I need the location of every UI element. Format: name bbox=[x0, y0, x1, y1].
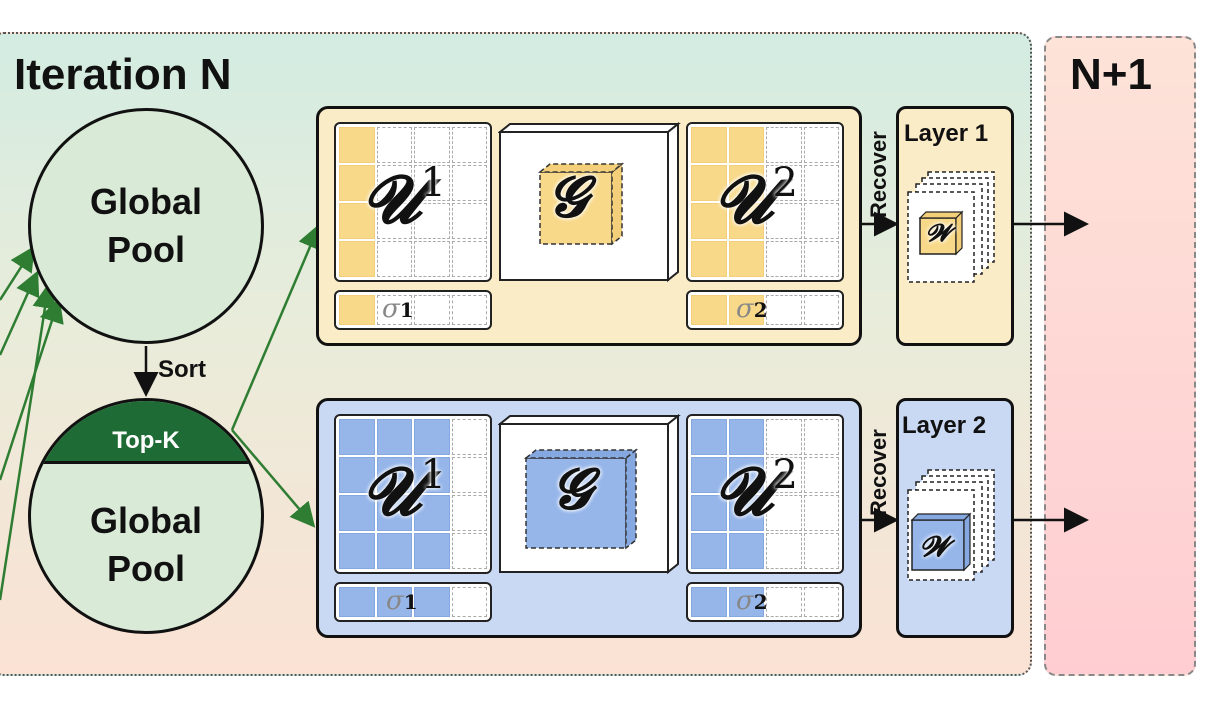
sort-label: Sort bbox=[158, 356, 206, 383]
topk-label: Top-K bbox=[112, 427, 180, 454]
sigma2-label-2: σ2 bbox=[736, 586, 768, 616]
sigma1-vector-1 bbox=[334, 290, 492, 330]
incoming-arrow bbox=[0, 270, 40, 356]
topk-arrow-group1 bbox=[230, 223, 322, 431]
layer-title-2: Layer 2 bbox=[902, 412, 987, 439]
next-iteration-title: N+1 bbox=[1070, 50, 1152, 99]
sigma1-vector-2 bbox=[334, 582, 492, 622]
u1-matrix-2 bbox=[334, 414, 492, 574]
sigma2-label-1: σ2 bbox=[736, 294, 768, 324]
topk-pool-circle: Top-K Global Pool bbox=[28, 398, 264, 634]
iteration-title: Iteration N bbox=[14, 50, 232, 99]
u2-matrix-1 bbox=[686, 122, 844, 282]
sigma1-label-1: σ1 bbox=[382, 294, 414, 324]
sigma1-label-2: σ1 bbox=[386, 586, 418, 616]
sigma2-vector-1 bbox=[686, 290, 844, 330]
incoming-arrow bbox=[0, 245, 35, 301]
u1-matrix-1 bbox=[334, 122, 492, 282]
core-tensor-1 bbox=[498, 122, 681, 283]
incoming-arrow bbox=[0, 283, 58, 601]
weight-stack-2 bbox=[907, 469, 995, 581]
global-pool-circle: Global Pool bbox=[28, 108, 264, 344]
incoming-arrow bbox=[0, 297, 64, 481]
iteration-n1-panel bbox=[1044, 36, 1196, 676]
topk-cap bbox=[31, 401, 261, 464]
global-pool-line1: Global bbox=[89, 181, 202, 222]
recover-label-2: Recover bbox=[866, 429, 891, 516]
core-tensor-2 bbox=[498, 414, 681, 575]
topk-pool-line1: Global bbox=[89, 500, 202, 541]
weight-stack-1 bbox=[907, 171, 995, 283]
recover-label-1: Recover bbox=[866, 131, 891, 218]
sigma2-vector-2 bbox=[686, 582, 844, 622]
global-pool-line2: Pool bbox=[106, 229, 185, 270]
layer-title-1: Layer 1 bbox=[904, 120, 989, 147]
topk-pool-line2: Pool bbox=[106, 548, 185, 589]
u2-matrix-2 bbox=[686, 414, 844, 574]
